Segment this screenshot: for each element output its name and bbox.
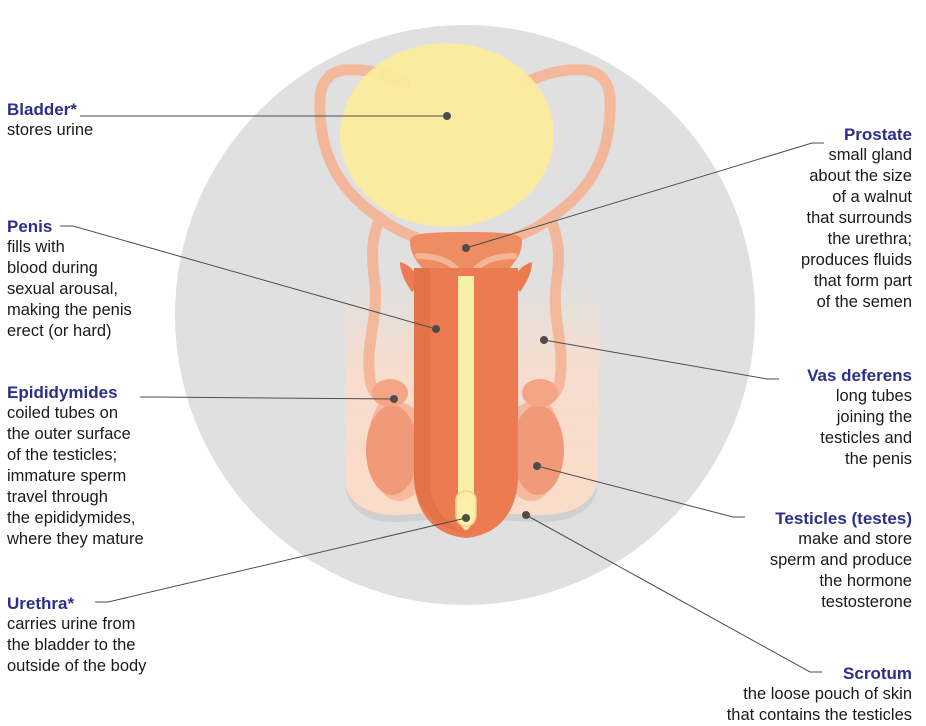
label-penis-title: Penis xyxy=(7,216,132,237)
bladder-shape xyxy=(340,43,554,227)
label-epididymides-desc: coiled tubes on the outer surface of the… xyxy=(7,403,144,550)
label-prostate-title: Prostate xyxy=(801,124,912,145)
label-prostate-desc: small gland about the size of a walnut t… xyxy=(801,145,912,313)
dot-epididymides xyxy=(390,395,398,403)
label-bladder-desc: stores urine xyxy=(7,120,93,141)
dot-testicles xyxy=(533,462,541,470)
label-prostate: Prostate small gland about the size of a… xyxy=(801,124,912,313)
label-vas-deferens: Vas deferens long tubes joining the test… xyxy=(807,365,912,470)
label-vas-deferens-title: Vas deferens xyxy=(807,365,912,386)
label-penis-desc: fills with blood during sexual arousal, … xyxy=(7,237,132,342)
label-urethra-title: Urethra* xyxy=(7,593,146,614)
label-testicles-desc: make and store sperm and produce the hor… xyxy=(770,529,912,613)
dot-penis xyxy=(432,325,440,333)
label-epididymides: Epididymides coiled tubes on the outer s… xyxy=(7,382,144,550)
label-vas-deferens-desc: long tubes joining the testicles and the… xyxy=(807,386,912,470)
dot-scrotum xyxy=(522,511,530,519)
dot-urethra xyxy=(462,514,470,522)
label-urethra-desc: carries urine from the bladder to the ou… xyxy=(7,614,146,677)
label-penis: Penis fills with blood during sexual aro… xyxy=(7,216,132,342)
dot-vas-deferens xyxy=(540,336,548,344)
dot-bladder xyxy=(443,112,451,120)
label-scrotum-title: Scrotum xyxy=(727,663,912,684)
label-testicles-title: Testicles (testes) xyxy=(770,508,912,529)
label-epididymides-title: Epididymides xyxy=(7,382,144,403)
dot-prostate xyxy=(462,244,470,252)
label-scrotum-desc: the loose pouch of skin that contains th… xyxy=(727,684,912,726)
label-bladder: Bladder* stores urine xyxy=(7,99,93,141)
label-urethra: Urethra* carries urine from the bladder … xyxy=(7,593,146,677)
label-bladder-title: Bladder* xyxy=(7,99,93,120)
label-scrotum: Scrotum the loose pouch of skin that con… xyxy=(727,663,912,726)
label-testicles: Testicles (testes) make and store sperm … xyxy=(770,508,912,613)
